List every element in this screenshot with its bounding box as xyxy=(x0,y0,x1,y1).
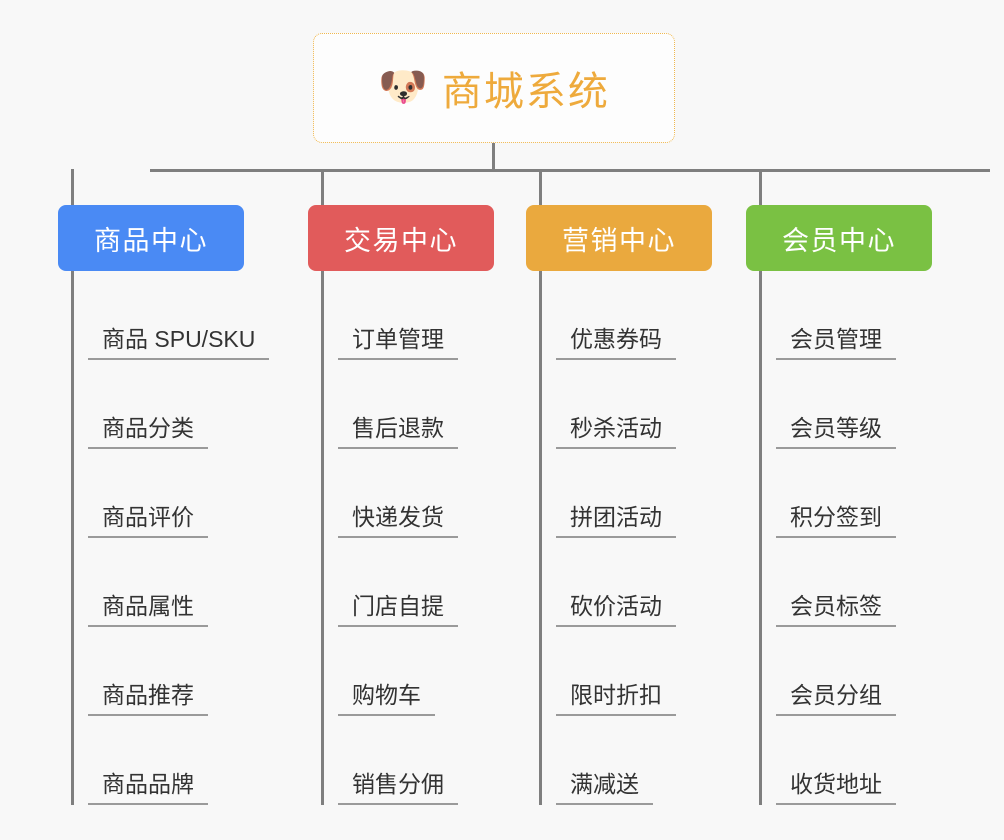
list-item[interactable]: 快递发货 xyxy=(308,449,494,538)
branch-trunk-marketing-center xyxy=(539,271,542,805)
branch-header-member-center[interactable]: 会员中心 xyxy=(746,205,932,271)
list-item[interactable]: 收货地址 xyxy=(746,716,932,805)
branch-member-center: 会员中心会员管理会员等级积分签到会员标签会员分组收货地址 xyxy=(746,205,932,805)
list-item-label: 会员等级 xyxy=(776,416,896,449)
connector-horizontal-bus xyxy=(150,169,990,172)
list-item-label: 优惠券码 xyxy=(556,327,676,360)
branch-header-trade-center[interactable]: 交易中心 xyxy=(308,205,494,271)
list-item[interactable]: 会员标签 xyxy=(746,538,932,627)
list-item-label: 商品 SPU/SKU xyxy=(88,327,270,360)
branch-items-trade-center: 订单管理售后退款快递发货门店自提购物车销售分佣 xyxy=(308,271,494,805)
list-item[interactable]: 会员管理 xyxy=(746,271,932,360)
list-item[interactable]: 商品分类 xyxy=(58,360,244,449)
list-item-label: 收货地址 xyxy=(776,772,896,805)
list-item[interactable]: 销售分佣 xyxy=(308,716,494,805)
branch-header-label: 交易中心 xyxy=(344,225,458,256)
list-item-label: 商品推荐 xyxy=(88,683,208,716)
branch-trunk-trade-center xyxy=(321,271,324,805)
connector-drop-trade-center xyxy=(321,169,324,205)
connector-drop-marketing-center xyxy=(539,169,542,205)
list-item-label: 购物车 xyxy=(338,683,435,716)
list-item-label: 商品属性 xyxy=(88,594,208,627)
list-item[interactable]: 优惠券码 xyxy=(526,271,712,360)
list-item[interactable]: 拼团活动 xyxy=(526,449,712,538)
root-title: 商城系统 xyxy=(441,70,610,114)
branch-items-member-center: 会员管理会员等级积分签到会员标签会员分组收货地址 xyxy=(746,271,932,805)
branch-items-marketing-center: 优惠券码秒杀活动拼团活动砍价活动限时折扣满减送 xyxy=(526,271,712,805)
list-item-label: 会员管理 xyxy=(776,327,896,360)
list-item-label: 门店自提 xyxy=(338,594,458,627)
list-item[interactable]: 商品属性 xyxy=(58,538,244,627)
list-item[interactable]: 售后退款 xyxy=(308,360,494,449)
list-item[interactable]: 商品品牌 xyxy=(58,716,244,805)
list-item-label: 商品分类 xyxy=(88,416,208,449)
list-item-label: 商品评价 xyxy=(88,505,208,538)
branch-header-marketing-center[interactable]: 营销中心 xyxy=(526,205,712,271)
branch-trade-center: 交易中心订单管理售后退款快递发货门店自提购物车销售分佣 xyxy=(308,205,494,805)
list-item[interactable]: 砍价活动 xyxy=(526,538,712,627)
branch-header-label: 商品中心 xyxy=(94,225,208,256)
connector-drop-member-center xyxy=(759,169,762,205)
list-item-label: 会员分组 xyxy=(776,683,896,716)
connector-root-stem xyxy=(492,143,495,171)
list-item[interactable]: 商品推荐 xyxy=(58,627,244,716)
branch-trunk-member-center xyxy=(759,271,762,805)
list-item-label: 砍价活动 xyxy=(556,594,676,627)
list-item[interactable]: 限时折扣 xyxy=(526,627,712,716)
list-item-label: 秒杀活动 xyxy=(556,416,676,449)
branch-header-label: 营销中心 xyxy=(562,225,676,256)
list-item-label: 限时折扣 xyxy=(556,683,676,716)
list-item[interactable]: 商品评价 xyxy=(58,449,244,538)
list-item-label: 订单管理 xyxy=(338,327,458,360)
list-item[interactable]: 满减送 xyxy=(526,716,712,805)
branch-product-center: 商品中心商品 SPU/SKU 商品分类商品评价商品属性商品推荐商品品牌 xyxy=(58,205,270,805)
list-item[interactable]: 门店自提 xyxy=(308,538,494,627)
list-item-label: 销售分佣 xyxy=(338,772,458,805)
dog-face-icon: 🐶 xyxy=(378,65,428,109)
list-item-label: 满减送 xyxy=(556,772,653,805)
list-item-label: 商品品牌 xyxy=(88,772,208,805)
list-item-label: 积分签到 xyxy=(776,505,896,538)
branch-header-label: 会员中心 xyxy=(782,225,896,256)
branch-header-product-center[interactable]: 商品中心 xyxy=(58,205,244,271)
list-item[interactable]: 商品 SPU/SKU xyxy=(58,271,270,360)
list-item-label: 拼团活动 xyxy=(556,505,676,538)
branch-marketing-center: 营销中心优惠券码秒杀活动拼团活动砍价活动限时折扣满减送 xyxy=(526,205,712,805)
connector-drop-product-center xyxy=(71,169,74,205)
list-item-label: 售后退款 xyxy=(338,416,458,449)
root-node[interactable]: 🐶 商城系统 xyxy=(313,33,675,143)
list-item[interactable]: 订单管理 xyxy=(308,271,494,360)
list-item[interactable]: 购物车 xyxy=(308,627,494,716)
list-item[interactable]: 会员分组 xyxy=(746,627,932,716)
list-item[interactable]: 积分签到 xyxy=(746,449,932,538)
list-item-label: 会员标签 xyxy=(776,594,896,627)
list-item[interactable]: 秒杀活动 xyxy=(526,360,712,449)
list-item[interactable]: 会员等级 xyxy=(746,360,932,449)
branch-items-product-center: 商品 SPU/SKU 商品分类商品评价商品属性商品推荐商品品牌 xyxy=(58,271,270,805)
branch-trunk-product-center xyxy=(71,271,74,805)
list-item-label: 快递发货 xyxy=(338,505,458,538)
